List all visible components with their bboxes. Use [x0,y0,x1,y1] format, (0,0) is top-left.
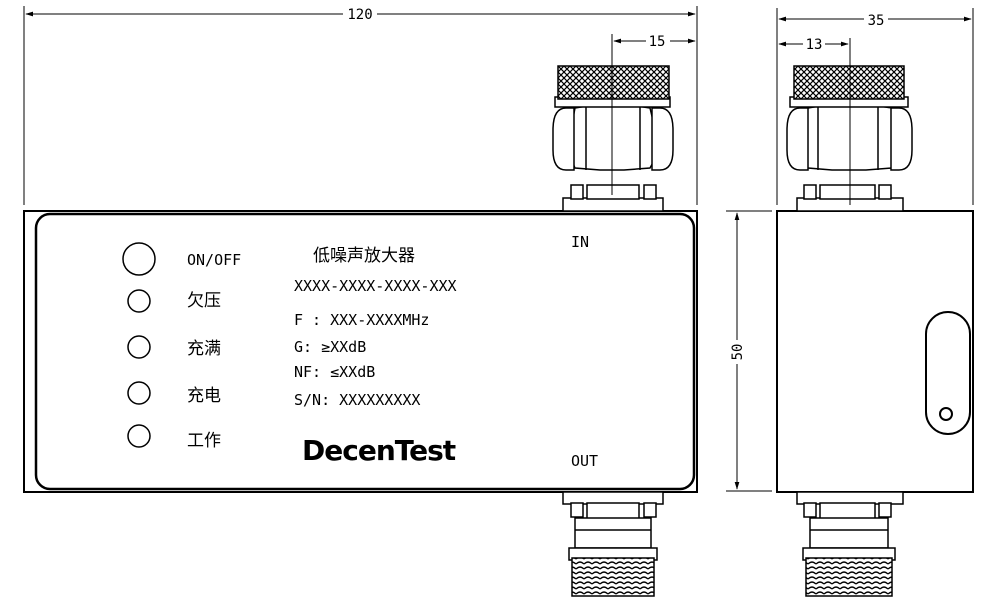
port-label-in: IN [571,233,589,251]
dim-connector-offset-side: 13 [806,37,823,53]
front-output-connector [562,491,664,597]
side-output-connector [796,491,904,597]
side-input-connector [786,60,913,212]
power-switch-led[interactable] [122,242,156,276]
dim-height: 50 [730,344,746,361]
undervoltage-led [127,289,151,313]
product-title: 低噪声放大器 [313,246,415,266]
side-housing [776,210,974,493]
indicator-label-charging: 充电 [187,386,221,406]
noise-figure-spec: NF: ≤XXdB [294,363,375,381]
gain-spec: G: ≥XXdB [294,338,366,356]
port-label-out: OUT [571,452,598,470]
full-charge-led [127,335,151,359]
charging-led [127,381,151,405]
frequency-spec: F : XXX-XXXXMHz [294,311,429,329]
working-led [127,424,151,448]
indicator-label-working: 工作 [187,431,221,451]
front-input-connector [552,60,674,212]
dim-width-side: 35 [868,13,885,29]
indicator-label-undervoltage: 欠压 [187,291,221,311]
serial-number: S/N: XXXXXXXXX [294,391,420,409]
mounting-hole [939,407,953,421]
brand-logo: DecenTest [302,434,456,467]
indicator-label-full: 充满 [187,339,221,359]
dim-width-front: 120 [347,7,372,23]
model-number: XXXX-XXXX-XXXX-XXX [294,277,457,295]
indicator-label-on-off: ON/OFF [187,251,241,269]
dim-connector-offset-front: 15 [649,34,666,50]
